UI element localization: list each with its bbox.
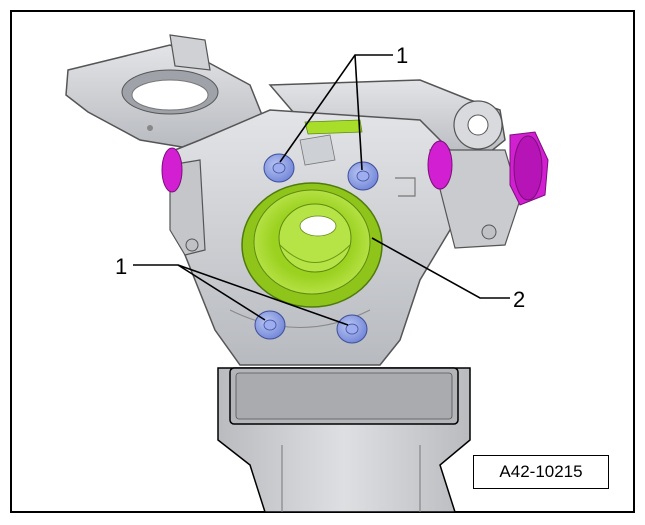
leader-lines — [133, 54, 510, 326]
callout-1-upper: 1 — [396, 43, 408, 68]
wheel-bearing — [241, 182, 383, 308]
bolt-lower-left — [254, 310, 286, 340]
reference-code-box: A42-10215 — [473, 455, 609, 489]
callout-2-bearing: 2 — [513, 287, 525, 312]
bushing-left — [161, 147, 183, 193]
callout-1-lower: 1 — [115, 254, 127, 279]
bearing-top-edge — [304, 119, 363, 135]
bolt-upper-left — [263, 153, 295, 183]
reference-code: A42-10215 — [499, 462, 583, 481]
press-tool — [217, 367, 471, 513]
leader-1-lower-right — [177, 264, 349, 326]
leader-1-upper-right — [354, 54, 363, 171]
leader-2-bearing — [371, 237, 510, 299]
bushing-right — [427, 131, 549, 206]
bolt-upper-right — [347, 161, 379, 191]
bolt-lower-right — [336, 314, 368, 344]
